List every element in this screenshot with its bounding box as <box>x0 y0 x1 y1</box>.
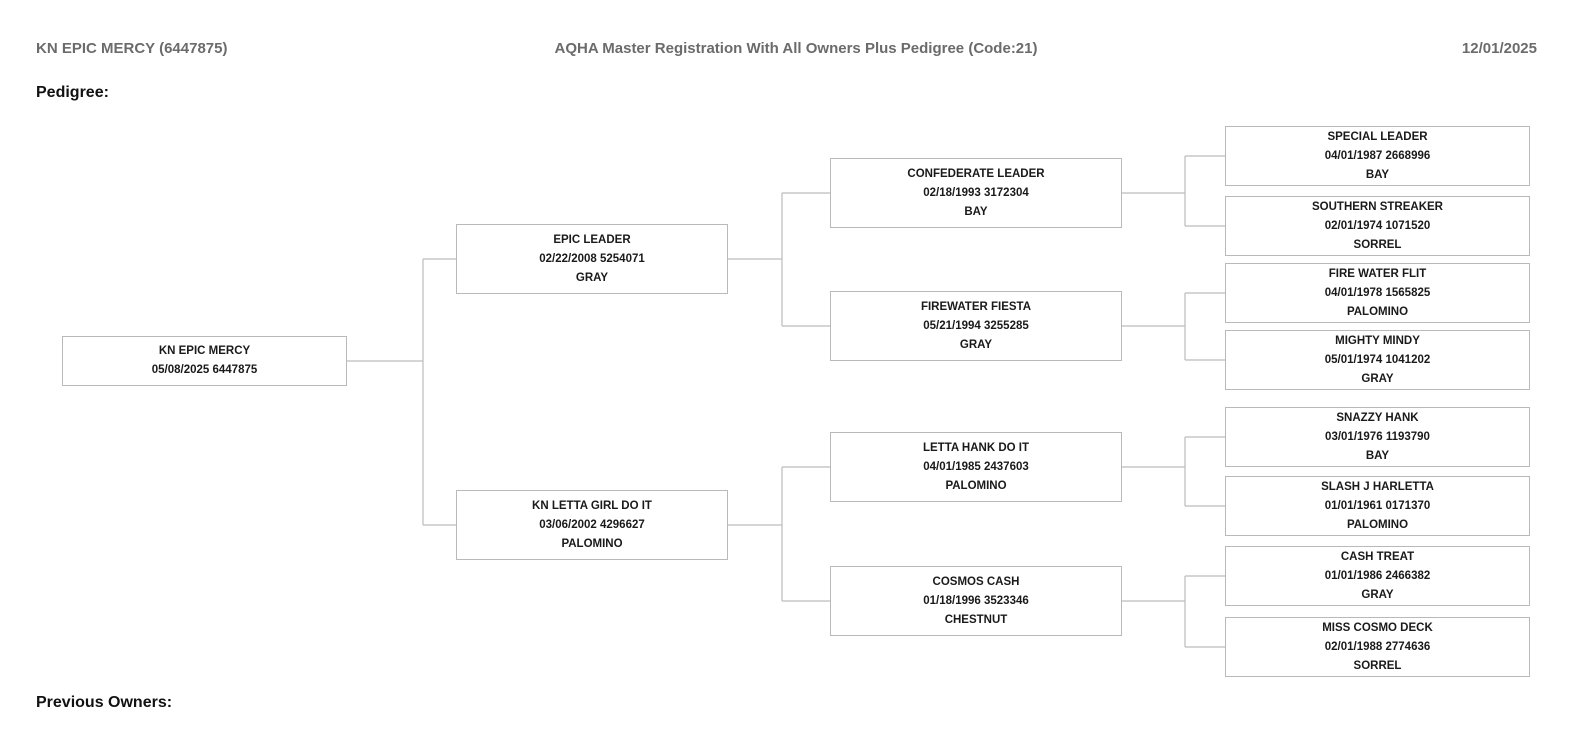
reg-number: 3172304 <box>983 186 1029 199</box>
horse-color: PALOMINO <box>561 537 623 550</box>
foal-date: 02/18/1993 <box>923 186 981 199</box>
reg-number: 1071520 <box>1385 219 1431 232</box>
horse-name: SNAZZY HANK <box>1336 411 1419 424</box>
pedigree-box-fire-water-flit: FIRE WATER FLIT 04/01/1978 1565825 PALOM… <box>1225 263 1530 323</box>
horse-color: BAY <box>964 205 988 218</box>
horse-detail: 04/01/1985 2437603 <box>923 458 1029 477</box>
horse-color: BAY <box>1365 449 1390 462</box>
horse-color: PALOMINO <box>1346 518 1409 531</box>
horse-detail: 03/01/1976 1193790 <box>1325 428 1430 447</box>
reg-number: 2668996 <box>1385 149 1431 162</box>
foal-date: 05/01/1974 <box>1324 353 1383 366</box>
report-date: 12/01/2025 <box>1461 40 1537 57</box>
previous-owners-section-label: Previous Owners: <box>36 694 173 711</box>
foal-date: 04/01/1978 <box>1324 286 1383 299</box>
horse-name: MISS COSMO DECK <box>1322 621 1433 634</box>
horse-name: LETTA HANK DO IT <box>922 441 1030 454</box>
reg-number: 1041202 <box>1385 353 1431 366</box>
reg-number: 2466382 <box>1385 569 1431 582</box>
reg-number: 3255285 <box>983 319 1029 332</box>
reg-number: 5254071 <box>599 252 645 265</box>
foal-date: 02/01/1974 <box>1324 219 1383 232</box>
horse-name: CONFEDERATE LEADER <box>907 167 1045 180</box>
reg-number: 6447875 <box>212 364 258 376</box>
reg-number: 3523346 <box>983 594 1029 607</box>
pedigree-box-kn-letta-girl-do-it: KN LETTA GIRL DO IT 03/06/2002 4296627 P… <box>456 490 728 560</box>
pedigree-box-mighty-mindy: MIGHTY MINDY 05/01/1974 1041202 GRAY <box>1225 330 1530 390</box>
horse-color: GRAY <box>1361 588 1394 601</box>
horse-name: FIREWATER FIESTA <box>920 300 1032 313</box>
horse-color: GRAY <box>959 338 993 351</box>
horse-detail: 05/21/1994 3255285 <box>923 317 1029 336</box>
pedigree-box-epic-leader: EPIC LEADER 02/22/2008 5254071 GRAY <box>456 224 728 294</box>
horse-detail: 04/01/1987 2668996 <box>1325 147 1431 166</box>
horse-name: SPECIAL LEADER <box>1327 130 1428 143</box>
horse-name: KN EPIC MERCY <box>158 345 251 357</box>
horse-color: GRAY <box>1361 372 1394 385</box>
horse-color: CHESTNUT <box>944 613 1008 626</box>
reg-number: 1193790 <box>1385 430 1430 443</box>
pedigree-box-slash-j-harletta: SLASH J HARLETTA 01/01/1961 0171370 PALO… <box>1225 476 1530 536</box>
horse-detail: 01/18/1996 3523346 <box>923 592 1029 611</box>
horse-name: KN LETTA GIRL DO IT <box>532 499 652 512</box>
horse-detail: 02/01/1974 1071520 <box>1325 217 1431 236</box>
pedigree-box-firewater-fiesta: FIREWATER FIESTA 05/21/1994 3255285 GRAY <box>830 291 1122 361</box>
foal-date: 05/21/1994 <box>923 319 981 332</box>
horse-color: BAY <box>1365 168 1390 181</box>
horse-color: PALOMINO <box>945 479 1007 492</box>
pedigree-box-special-leader: SPECIAL LEADER 04/01/1987 2668996 BAY <box>1225 126 1530 186</box>
report-horse-title: KN EPIC MERCY (6447875) <box>36 40 228 57</box>
pedigree-box-miss-cosmo-deck: MISS COSMO DECK 02/01/1988 2774636 SORRE… <box>1225 617 1530 677</box>
foal-date: 01/01/1986 <box>1324 569 1383 582</box>
horse-detail: 05/08/2025 6447875 <box>152 361 258 380</box>
horse-detail: 02/18/1993 3172304 <box>923 184 1029 203</box>
foal-date: 02/22/2008 <box>539 252 597 265</box>
horse-detail: 04/01/1978 1565825 <box>1325 284 1431 303</box>
foal-date: 01/01/1961 <box>1324 499 1383 512</box>
pedigree-box-southern-streaker: SOUTHERN STREAKER 02/01/1974 1071520 SOR… <box>1225 196 1530 256</box>
pedigree-box-letta-hank-do-it: LETTA HANK DO IT 04/01/1985 2437603 PALO… <box>830 432 1122 502</box>
pedigree-box-cash-treat: CASH TREAT 01/01/1986 2466382 GRAY <box>1225 546 1530 606</box>
pedigree-box-snazzy-hank: SNAZZY HANK 03/01/1976 1193790 BAY <box>1225 407 1530 467</box>
horse-name: COSMOS CASH <box>932 575 1020 588</box>
horse-name: FIRE WATER FLIT <box>1328 267 1427 280</box>
foal-date: 01/18/1996 <box>923 594 981 607</box>
foal-date: 04/01/1985 <box>923 460 981 473</box>
pedigree-box-kn-epic-mercy: KN EPIC MERCY 05/08/2025 6447875 <box>62 336 347 386</box>
horse-name: SLASH J HARLETTA <box>1321 480 1434 493</box>
foal-date: 04/01/1987 <box>1324 149 1383 162</box>
horse-color: SORREL <box>1353 238 1402 251</box>
report-title: AQHA Master Registration With All Owners… <box>554 40 1038 57</box>
horse-name: SOUTHERN STREAKER <box>1312 200 1443 213</box>
horse-detail: 01/01/1986 2466382 <box>1325 567 1431 586</box>
pedigree-box-cosmos-cash: COSMOS CASH 01/18/1996 3523346 CHESTNUT <box>830 566 1122 636</box>
foal-date: 02/01/1988 <box>1324 640 1383 653</box>
horse-name: MIGHTY MINDY <box>1335 334 1420 347</box>
horse-detail: 03/06/2002 4296627 <box>539 516 645 535</box>
foal-date: 03/01/1976 <box>1325 430 1383 443</box>
horse-name: EPIC LEADER <box>553 233 631 246</box>
horse-name: CASH TREAT <box>1340 550 1415 563</box>
horse-detail: 02/01/1988 2774636 <box>1325 638 1431 657</box>
horse-detail: 01/01/1961 0171370 <box>1325 497 1431 516</box>
horse-color: GRAY <box>575 271 609 284</box>
foal-date: 03/06/2002 <box>539 518 597 531</box>
pedigree-section-label: Pedigree: <box>36 84 109 101</box>
horse-color: PALOMINO <box>1346 305 1409 318</box>
foal-date: 05/08/2025 <box>151 364 210 376</box>
horse-detail: 05/01/1974 1041202 <box>1325 351 1431 370</box>
pedigree-box-confederate-leader: CONFEDERATE LEADER 02/18/1993 3172304 BA… <box>830 158 1122 228</box>
reg-number: 2437603 <box>983 460 1029 473</box>
reg-number: 2774636 <box>1385 640 1431 653</box>
horse-detail: 02/22/2008 5254071 <box>539 250 645 269</box>
reg-number: 0171370 <box>1385 499 1431 512</box>
reg-number: 4296627 <box>599 518 645 531</box>
horse-color: SORREL <box>1353 659 1402 672</box>
reg-number: 1565825 <box>1385 286 1431 299</box>
